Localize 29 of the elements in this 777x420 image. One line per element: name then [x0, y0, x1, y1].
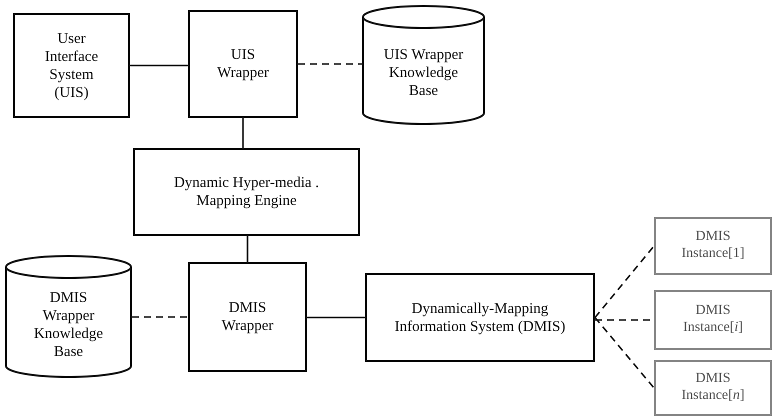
- connector-line: [298, 63, 362, 65]
- node-label: DMIS: [695, 371, 730, 388]
- connector-line: [246, 236, 248, 262]
- process-box: [133, 148, 360, 236]
- process-box: [13, 13, 130, 118]
- node-label: User Interface System (UIS): [44, 30, 100, 102]
- process-box: [654, 360, 772, 416]
- process-box: [365, 273, 595, 362]
- connector-line: [307, 316, 365, 318]
- connector-line: [594, 316, 655, 389]
- node-label: DMIS: [695, 303, 730, 320]
- node-label: Instance[n]: [682, 388, 744, 405]
- connector-line: [130, 64, 188, 66]
- node-label: Instance[1]: [682, 246, 744, 263]
- node-label: DMIS Wrapper: [220, 299, 274, 335]
- connector-line: [594, 246, 655, 318]
- node-label: Dynamically-Mapping Information System (DMIS): [394, 300, 566, 336]
- process-box: [188, 10, 298, 118]
- node-label: Instance[i]: [683, 320, 743, 337]
- process-box: [654, 290, 772, 350]
- node-label: DMIS: [695, 229, 730, 246]
- process-box: [188, 262, 307, 372]
- connector-line: [132, 316, 188, 318]
- node-label: DMIS Wrapper Knowledge Base: [32, 288, 104, 360]
- process-box: [654, 217, 772, 275]
- node-label: UIS Wrapper: [216, 46, 270, 82]
- node-label: UIS Wrapper Knowledge Base: [382, 46, 464, 100]
- node-label: Dynamic Hyper-media . Mapping Engine: [172, 174, 320, 210]
- connector-line: [242, 118, 244, 148]
